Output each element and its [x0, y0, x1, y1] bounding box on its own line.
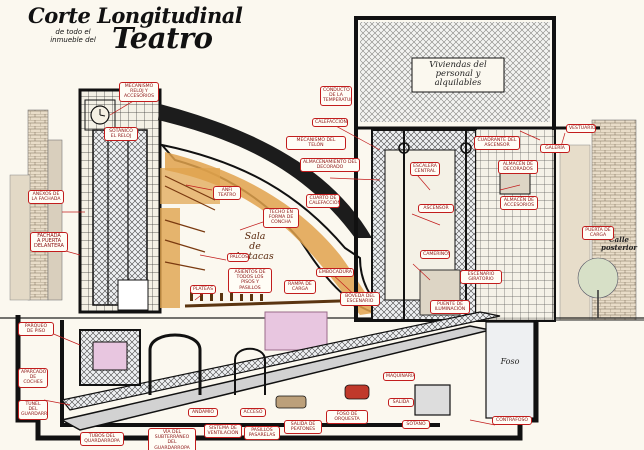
left-city-silhouette [9, 109, 63, 301]
label-almacen-decorados: Almacén de decorados [498, 160, 538, 175]
label-andamio: Andamio [188, 408, 218, 418]
area-fachada: Fachada a puerta delantera [30, 232, 68, 252]
area-sala-line-3: butacas [236, 251, 274, 262]
label-galeria: Galería [540, 144, 570, 154]
label-sotano: Sótano [402, 420, 430, 430]
label-sotanico-reloj: Sotánico el reloj [104, 127, 138, 142]
label-boveda-escenario: Bóveda del escenario [340, 292, 380, 307]
label-salida: Salida [388, 398, 414, 408]
label-conducto-temperatura: Conducto de la temperatura [320, 86, 352, 106]
label-salida-peatones: Salida de peatones [284, 420, 322, 435]
stage-curtain-panel [264, 311, 328, 351]
label-plateas: Plateas [190, 285, 216, 295]
label-acceso: Acceso [240, 408, 266, 418]
area-calle-posterior: Calle posterior [596, 236, 642, 252]
label-mecanismo-reloj: Mecanismo reloj y accesorios [119, 82, 159, 102]
area-fachada-line-2: a puerta [36, 238, 62, 245]
label-ascensor: Ascensor [418, 204, 454, 214]
label-tunel-guardarropa: Túnel del guardarropa [18, 400, 48, 420]
label-camerinos: Camerinos [420, 250, 450, 260]
area-sala-butacas: Sala de butacas [232, 232, 278, 262]
label-cuadrante-ascensor: Cuadrante del ascensor [474, 136, 520, 151]
area-viviendas-line-3: alquilables [434, 78, 482, 88]
label-sistema-ventilacion: Sistema de ventilación [204, 424, 242, 439]
title-subtitle: de todo el inmueble del [36, 28, 110, 44]
label-contrafoso: Contrafoso [492, 416, 532, 426]
label-maquinaria: Maquinaria [383, 372, 415, 382]
label-anexos-fachada: Anexos de la fachada [28, 190, 64, 205]
title-line-1: Corte Longitudinal [28, 3, 243, 28]
label-almacenamiento-decorado: Almacenamiento del decorado [300, 158, 360, 173]
title-line-2: Teatro [112, 21, 213, 55]
tree-right [577, 257, 619, 318]
label-palcos: Palcos [227, 253, 249, 263]
label-embocadura: Embocadura [316, 268, 354, 278]
area-viviendas-line-2: personal y [435, 69, 481, 79]
area-fachada-line-1: Fachada [37, 233, 61, 239]
label-escenario-giratorio: Escenario giratorio [460, 270, 502, 285]
label-anfiteatro: Anfi teatro [213, 186, 241, 201]
label-via-subterraneo: Vía del subterráneo del guardarropa [148, 428, 196, 450]
basement-structure [59, 311, 535, 431]
area-sala-line-1: Sala [244, 231, 266, 242]
title-sub-line-2: inmueble del [50, 36, 96, 44]
label-escalera-central: Escalera central [410, 162, 440, 177]
balcony-tiers [160, 168, 371, 308]
label-parqueo-piso: Parqueo de piso [18, 322, 54, 337]
label-rampa-carga: Rampa de carga [284, 280, 316, 295]
label-vestuario: Vestuario [566, 124, 596, 134]
label-aparcado-coches: Aparcado de coches [18, 368, 48, 388]
label-almacen-accesorios: Almacén de accesorios [500, 196, 538, 211]
label-foso-orquesta: Foso de orquesta [326, 410, 368, 425]
area-viviendas-line-1: Viviendas del [429, 60, 487, 70]
label-calefaccion: Calefacción [312, 118, 348, 128]
area-calle-line-2: posterior [601, 243, 637, 252]
label-pasillos: Pasillos pasarelas [244, 426, 280, 441]
fly-tower [354, 16, 600, 322]
label-puerta-carga: Puerta de carga [582, 226, 614, 241]
area-viviendas: Viviendas del personal y alquilables [412, 61, 504, 88]
label-tubos-guardarropa: Tubos del quardarropa [80, 432, 124, 447]
label-asientos: Asientos de todos los pisos y pasillos [228, 268, 272, 293]
label-cuarto-calefaccion: Cuarto de calefacción [306, 194, 340, 209]
area-foso: Foso [500, 357, 520, 366]
front-tower [78, 88, 162, 314]
label-techo-concha: Techo en forma de concha [263, 208, 299, 228]
label-mecanismo-telon: Mecanismo del telón [286, 136, 346, 151]
label-puente-iluminacion: Puente de iluminación [430, 300, 470, 315]
area-calle-line-1: Calle [609, 235, 629, 244]
area-sala-line-2: de [249, 241, 261, 252]
area-fachada-line-3: delantera [34, 243, 64, 250]
title-sub-line-1: de todo el [55, 28, 91, 36]
